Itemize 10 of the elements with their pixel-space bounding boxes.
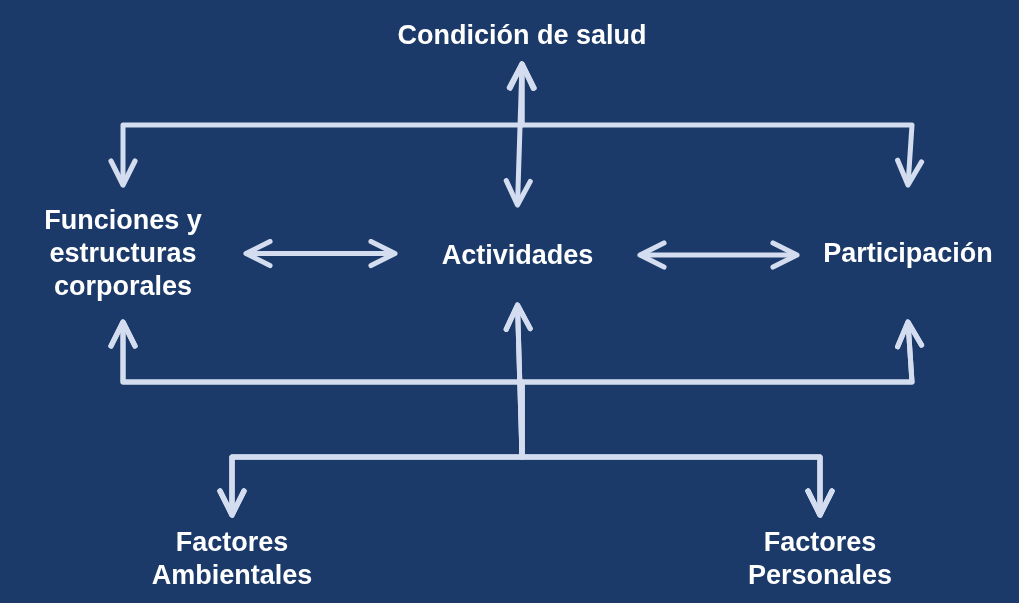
double-arrow: [507, 61, 925, 188]
node-label: Factores Personales: [746, 526, 894, 592]
double-arrow: [519, 319, 925, 518]
node-label: Actividades: [441, 238, 594, 272]
node-label: Funciones y estructuras corporales: [43, 204, 203, 303]
node-label: Condición de salud: [397, 18, 647, 52]
double-arrow: [243, 238, 398, 269]
node-label: Factores Ambientales: [150, 526, 314, 592]
node-label: Participación: [823, 237, 993, 270]
double-arrow: [637, 240, 800, 270]
